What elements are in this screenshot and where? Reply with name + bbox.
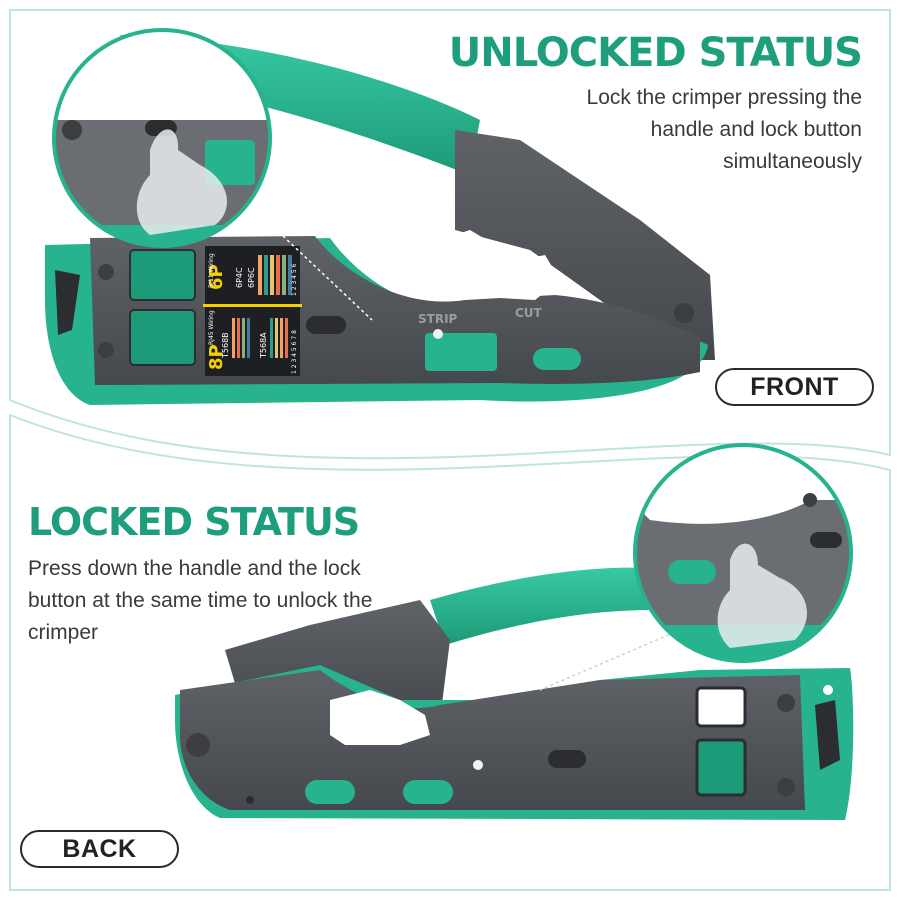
t568b-marking: T568B bbox=[221, 332, 230, 359]
locked-status-description: Press down the handle and the lock butto… bbox=[28, 557, 373, 644]
rj45-size-marking: 8P bbox=[206, 344, 227, 370]
rj11-wiring-marking: RJ11 Wiring bbox=[208, 253, 215, 288]
back-lock-detail-magnifier bbox=[633, 443, 853, 663]
rj45-wiring-marking: RJ45 Wiring bbox=[208, 310, 215, 345]
crimper-back bbox=[175, 567, 854, 820]
wiring-color-stripes bbox=[232, 255, 292, 358]
unlocked-status-title: UNLOCKED STATUS bbox=[448, 30, 863, 76]
locked-status-title: LOCKED STATUS bbox=[28, 500, 360, 544]
back-handle bbox=[430, 567, 650, 645]
crimper-front: 6P 8P 6P4C 6P6C RJ11 Wiring RJ45 Wiring … bbox=[45, 35, 715, 405]
rj11-size-marking: 6P bbox=[206, 264, 227, 290]
unlocked-status-description: Lock the crimper pressing the handle and… bbox=[586, 86, 862, 173]
strip-marking: STRIP bbox=[418, 312, 458, 326]
front-view-label: FRONT bbox=[715, 368, 874, 406]
rj11-sub-marking: 6P4C bbox=[235, 267, 244, 288]
rj12-sub-marking: 6P6C bbox=[247, 267, 256, 288]
pins-8-marking: 1 2 3 4 5 6 7 8 bbox=[291, 330, 298, 374]
pins-6-marking: 1 2 3 4 5 6 bbox=[291, 263, 298, 296]
back-view-label: BACK bbox=[20, 830, 179, 868]
cut-marking: CUT bbox=[515, 306, 543, 320]
t568a-marking: T568A bbox=[259, 332, 268, 359]
